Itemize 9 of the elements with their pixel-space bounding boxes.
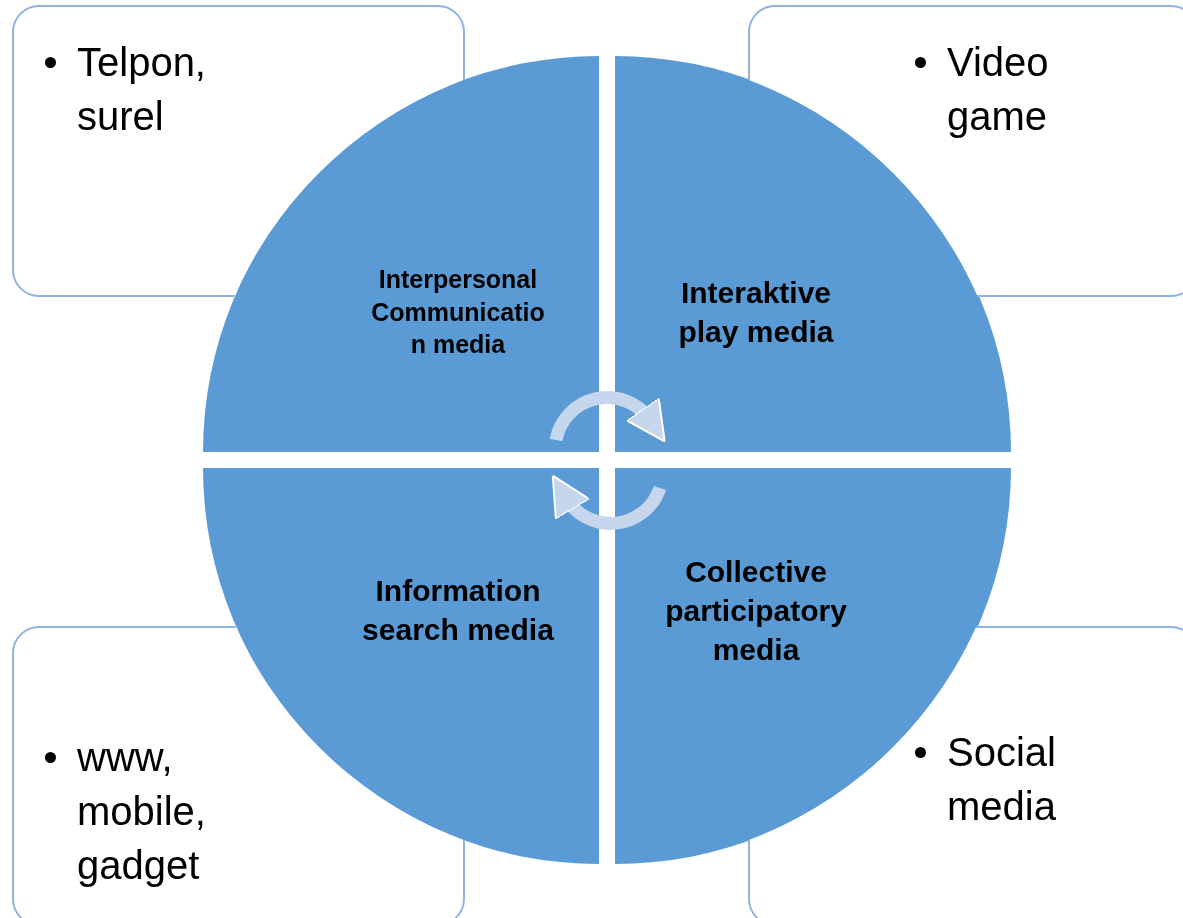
segment-label: Collective participatory media (664, 553, 848, 668)
segment-label: Information search media (361, 573, 555, 648)
segment-label: Interpersonal Communicatio n media (370, 264, 546, 361)
bullet-text: Video game (947, 39, 1050, 140)
segment-label: Interaktive play media (677, 275, 835, 350)
cycle-arrow (550, 475, 666, 530)
bullet-text: Telpon, surel (77, 39, 207, 140)
bullet-text: www, mobile, gadget (77, 734, 207, 889)
bullet-text: Social media (947, 729, 1057, 830)
